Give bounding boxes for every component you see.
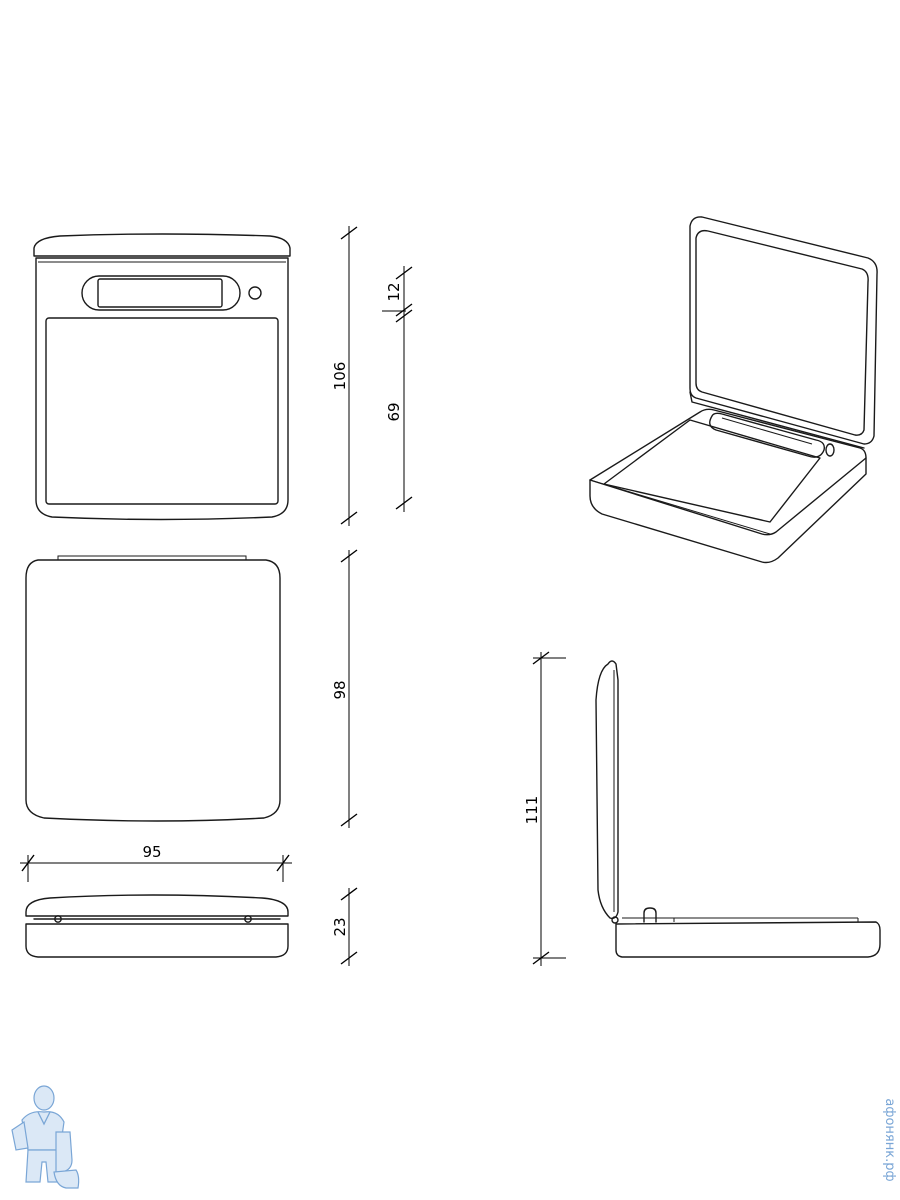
watermark: афонянк.рф xyxy=(882,1098,896,1181)
dimension-width: 95 xyxy=(20,843,292,882)
dimension-front-height: 106 xyxy=(331,226,358,526)
dimension-label-plate-height: 69 xyxy=(385,402,403,421)
dimension-label-back-height: 98 xyxy=(331,680,349,699)
watermark-text: афонянк.рф xyxy=(882,1098,896,1181)
side-view xyxy=(25,894,289,958)
dimension-plate-height: 69 xyxy=(385,309,413,512)
isometric-view xyxy=(589,216,878,564)
dimension-thickness: 23 xyxy=(331,887,358,966)
dimension-hinge-band: 12 xyxy=(382,266,413,320)
dimension-label-hinge-band: 12 xyxy=(385,282,403,301)
dimension-back-height: 98 xyxy=(331,549,358,828)
front-view xyxy=(33,233,291,521)
back-view xyxy=(25,555,281,822)
plumber-logo-icon xyxy=(11,1085,80,1189)
dimension-label-front-height: 106 xyxy=(331,362,349,391)
dimension-label-open-height: 111 xyxy=(523,796,541,825)
dimension-open-height: 111 xyxy=(523,651,566,966)
side-open-view xyxy=(595,660,881,958)
dimension-label-width: 95 xyxy=(142,843,161,861)
dimension-label-thickness: 23 xyxy=(331,917,349,936)
